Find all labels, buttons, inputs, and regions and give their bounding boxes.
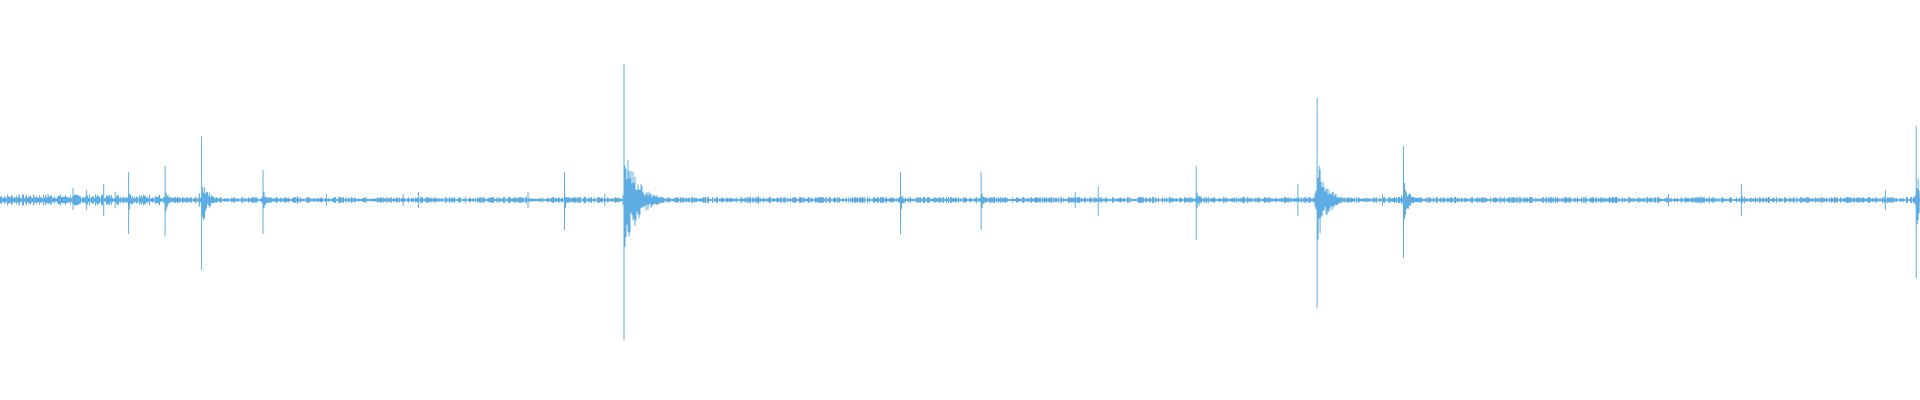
- waveform-peak: [323, 194, 332, 206]
- waveform-peak: [1698, 196, 1707, 204]
- waveform-peak: [898, 172, 909, 234]
- waveform-peak: [112, 192, 121, 208]
- waveform-peak: [755, 196, 764, 204]
- waveform-peak: [978, 172, 990, 230]
- waveform-peak: [45, 194, 54, 204]
- waveform-peak: [70, 188, 79, 210]
- waveform-peak: [602, 194, 611, 206]
- waveform-peak: [416, 192, 425, 208]
- waveform-peak: [260, 170, 272, 234]
- waveform-noise: [0, 194, 1920, 206]
- waveform-peak: [562, 172, 573, 230]
- waveform-peak: [162, 166, 176, 236]
- waveform-peak: [621, 64, 665, 340]
- waveform-peak: [1738, 184, 1747, 216]
- waveform-peak: [1095, 186, 1104, 216]
- waveform-peak: [1314, 98, 1348, 308]
- waveform-peak: [1295, 184, 1304, 216]
- waveform-peak: [83, 190, 92, 210]
- waveform-peak: [1882, 190, 1891, 210]
- waveform-peak: [1379, 194, 1388, 206]
- waveform-peak: [295, 196, 304, 204]
- waveform-peak: [1401, 146, 1420, 258]
- waveform-peak: [1193, 166, 1207, 240]
- waveform-peak: [1583, 196, 1592, 204]
- waveform-peak: [101, 184, 110, 216]
- waveform-peak: [400, 194, 409, 206]
- waveform-peak: [199, 136, 222, 270]
- waveform-peak: [16, 194, 25, 206]
- waveform-peak: [126, 172, 138, 234]
- waveform-peak: [1913, 126, 1920, 278]
- waveform-peak: [1072, 192, 1081, 208]
- waveform-peak: [1667, 194, 1674, 206]
